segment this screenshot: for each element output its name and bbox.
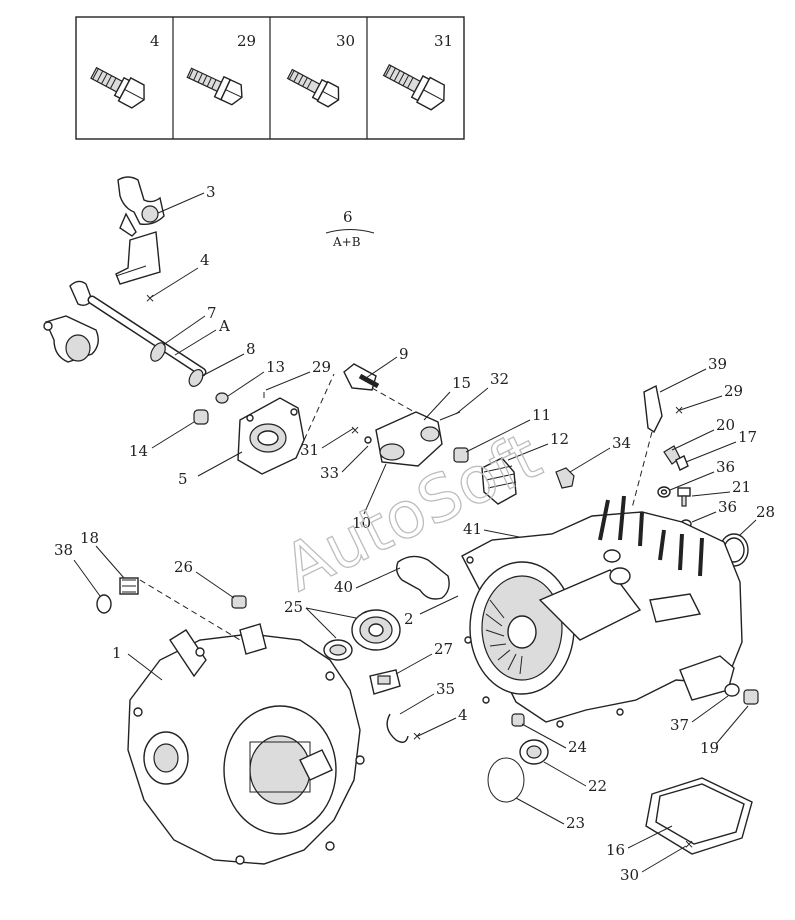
bolt-4-icon bbox=[90, 66, 145, 109]
callout-20: 20 bbox=[716, 416, 735, 434]
shift-actuator-part: 9 15 32 11 31 × 33 10 bbox=[300, 345, 551, 532]
shift-fork-part: 3 4 × bbox=[115, 176, 216, 305]
bracket-39-part: 39 29 × bbox=[631, 355, 743, 509]
callout-8: 8 bbox=[246, 340, 256, 358]
clutch-housing-part: 1 bbox=[112, 623, 365, 865]
callout-7: 7 bbox=[207, 304, 217, 322]
oil-guide-27-part: 27 bbox=[369, 640, 453, 695]
callout-22: 22 bbox=[588, 777, 607, 795]
callout-27: 27 bbox=[434, 640, 453, 658]
callout-33: 33 bbox=[320, 464, 339, 482]
sensor-20-17-part: 20 17 bbox=[663, 416, 757, 471]
bearing-25-part: 25 bbox=[284, 598, 401, 661]
bolt-cell-number: 30 bbox=[336, 32, 355, 50]
solenoid-12-part: 12 bbox=[481, 430, 569, 505]
bolt-mark: × bbox=[674, 403, 684, 417]
transmission-case-part: 2 bbox=[404, 495, 743, 728]
bolt-cell-number: 4 bbox=[150, 32, 160, 50]
callout-17: 17 bbox=[738, 428, 757, 446]
callout-24: 24 bbox=[568, 738, 587, 756]
group-number: 6 bbox=[343, 208, 353, 226]
callout-40: 40 bbox=[334, 578, 353, 596]
group-sub: A+B bbox=[332, 235, 361, 249]
plug-18-part: 18 38 bbox=[54, 529, 241, 641]
bushing-14-part: 14 bbox=[129, 409, 209, 460]
callout-28: 28 bbox=[756, 503, 775, 521]
callout-30: 30 bbox=[620, 866, 639, 884]
callout-34: 34 bbox=[612, 434, 631, 452]
shift-cover-part: 5 29 bbox=[178, 358, 335, 488]
callout-18: 18 bbox=[80, 529, 99, 547]
retainer-35-part: 35 4 × bbox=[386, 680, 468, 743]
callout-29: 29 bbox=[312, 358, 331, 376]
callout-37: 37 bbox=[670, 716, 689, 734]
callout-36: 36 bbox=[718, 498, 737, 516]
callout-1: 1 bbox=[112, 644, 122, 662]
bolt-30-icon bbox=[286, 68, 340, 108]
callout-2: 2 bbox=[404, 610, 414, 628]
callout-25: 25 bbox=[284, 598, 303, 616]
bolt-29-icon bbox=[186, 67, 243, 106]
bearing-22-part: 22 bbox=[519, 739, 607, 795]
bolt-31-icon bbox=[382, 64, 445, 111]
shift-shaft-part: 7 A 8 bbox=[43, 280, 256, 387]
callout-38: 38 bbox=[54, 541, 73, 559]
washer-36-part: 36 bbox=[657, 458, 735, 498]
group-label-6: 6 A+B bbox=[325, 208, 375, 249]
snap-ring-23-part: 23 bbox=[487, 757, 585, 832]
callout-21: 21 bbox=[732, 478, 751, 496]
bolt-mark: × bbox=[412, 729, 422, 743]
callout-10: 10 bbox=[352, 514, 371, 532]
bolt-mark: × bbox=[145, 291, 155, 305]
callout-3: 3 bbox=[206, 183, 216, 201]
callout-4: 4 bbox=[458, 706, 468, 724]
bolt-reference-table: 4 29 30 31 bbox=[75, 16, 465, 140]
callout-29: 29 bbox=[724, 382, 743, 400]
seal-26-part: 26 bbox=[174, 558, 247, 609]
bolt-cell-number: 29 bbox=[237, 32, 256, 50]
callout-35: 35 bbox=[436, 680, 455, 698]
callout-19: 19 bbox=[700, 739, 719, 757]
callout-11: 11 bbox=[532, 406, 551, 424]
callout-41: 41 bbox=[463, 520, 482, 538]
clip-34-part: 34 bbox=[555, 434, 631, 489]
callout-23: 23 bbox=[566, 814, 585, 832]
plug-19-part: 19 bbox=[700, 689, 759, 757]
bolt-cell-number: 31 bbox=[434, 32, 453, 50]
bushing-13-part: 13 bbox=[215, 358, 285, 404]
bolt-21-part: 21 bbox=[677, 478, 751, 507]
callout-36: 36 bbox=[716, 458, 735, 476]
washer-36b-part: 36 bbox=[680, 498, 737, 529]
callout-39: 39 bbox=[708, 355, 727, 373]
seal-24-part: 24 bbox=[511, 713, 587, 756]
callout-13: 13 bbox=[266, 358, 285, 376]
callout-14: 14 bbox=[129, 442, 148, 460]
callout-A: A bbox=[218, 317, 230, 335]
callout-12: 12 bbox=[550, 430, 569, 448]
callout-15: 15 bbox=[452, 374, 471, 392]
callout-16: 16 bbox=[606, 841, 625, 859]
bolt-mark: × bbox=[350, 423, 360, 437]
callout-5: 5 bbox=[178, 470, 188, 488]
gasket-40-part: 40 bbox=[334, 555, 450, 600]
callout-31: 31 bbox=[300, 441, 319, 459]
washer-37-part: 37 bbox=[670, 683, 740, 734]
callout-32: 32 bbox=[490, 370, 509, 388]
bolt-mark: × bbox=[684, 837, 694, 851]
callout-26: 26 bbox=[174, 558, 193, 576]
cover-16-part: 16 30 × bbox=[606, 777, 753, 884]
callout-4: 4 bbox=[200, 251, 210, 269]
callout-9: 9 bbox=[399, 345, 409, 363]
